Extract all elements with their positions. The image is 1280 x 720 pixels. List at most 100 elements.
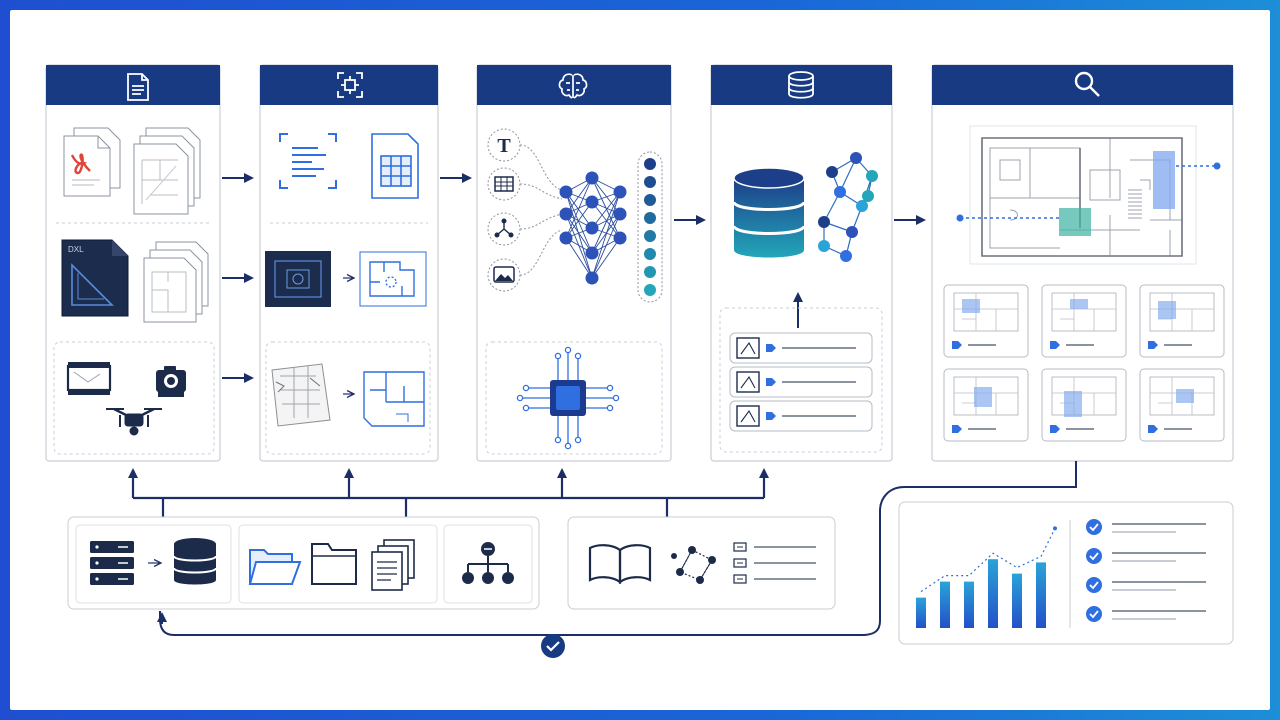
result-thumbnail: [1041, 284, 1127, 358]
knowledge-panel: [567, 516, 836, 610]
chip-pin: [522, 404, 530, 412]
tag-icon: [1050, 425, 1060, 433]
graph-icon: [671, 546, 716, 584]
scan-frame-icon: [337, 72, 363, 98]
match-highlight: [1176, 389, 1194, 403]
neuron: [585, 221, 599, 235]
knowledge-graph-icon: [818, 152, 878, 262]
stage-search-header: [932, 65, 1233, 105]
trend-end: [1053, 526, 1057, 531]
tag-icon: [1050, 341, 1060, 349]
tag-icon: [952, 425, 962, 433]
bar: [964, 581, 974, 628]
check-icon: [1086, 577, 1102, 593]
table-icon: [487, 167, 521, 201]
graph-node: [818, 240, 830, 252]
plan-wall: [1140, 179, 1151, 190]
result-thumbnail: [943, 368, 1029, 442]
neuron: [585, 195, 599, 209]
chip-pin: [564, 346, 572, 354]
neuron: [559, 231, 573, 245]
vector-dot: [644, 212, 656, 224]
vector-dot: [644, 248, 656, 260]
tag-icon: [952, 341, 962, 349]
bar: [940, 581, 950, 628]
processor-chip-icon: [516, 346, 620, 450]
check-icon: [1086, 548, 1102, 564]
checklist-item: [1086, 606, 1206, 622]
brain-icon: [558, 73, 588, 99]
tag-icon: [766, 344, 776, 352]
match-highlight: [974, 387, 992, 407]
checklist-item: [1086, 548, 1206, 564]
check-circle-icon: [541, 634, 565, 658]
neuron: [585, 171, 599, 185]
checklist-item: [1086, 577, 1206, 593]
vector-dot: [644, 284, 656, 296]
graph-node: [856, 200, 868, 212]
graph-node: [850, 152, 862, 164]
check-icon: [1086, 606, 1102, 622]
analytics-panel: [898, 501, 1234, 645]
plan-wall: [1009, 209, 1018, 221]
analytics-bar-chart: [916, 526, 1057, 628]
plan-thumb-icon: [736, 371, 760, 393]
plan-thumb-icon: [736, 337, 760, 359]
graph-node-icon: [487, 212, 521, 246]
tag-icon: [766, 378, 776, 386]
analytics-checklist: [1086, 519, 1206, 622]
feedback-loop: [157, 461, 1077, 636]
vector-dot: [644, 230, 656, 242]
chip-pin: [606, 404, 614, 412]
blueprint-icon: [265, 251, 331, 307]
result-thumbnail: [1041, 368, 1127, 442]
check-icon: [1086, 519, 1102, 535]
scanner-icon: [66, 362, 112, 395]
folder-open-icon: [248, 549, 302, 585]
graph-node: [846, 226, 858, 238]
chip-pin: [516, 394, 524, 402]
bar: [1012, 573, 1022, 628]
chip-pin: [564, 442, 572, 450]
vector-dot: [644, 176, 656, 188]
cad-drawing-icon: DXL: [61, 239, 129, 317]
pdf-document-icon: [63, 127, 121, 197]
database-icon: [788, 71, 814, 99]
checklist-item: [1086, 519, 1206, 535]
result-thumbnail: [1139, 368, 1225, 442]
neuron: [613, 231, 627, 245]
hierarchy-icon: [462, 542, 514, 584]
neural-network-icon: [559, 171, 627, 285]
plan-thumb-icon: [736, 405, 760, 427]
neuron: [559, 207, 573, 221]
list-icon: [733, 542, 816, 584]
sketch-plan-icon: [271, 363, 331, 427]
stage-ingest-header: [46, 65, 220, 105]
plan-pages-icon: [143, 241, 209, 323]
graph-node: [826, 166, 838, 178]
result-thumbnail: [1139, 284, 1225, 358]
stage-arrows: [222, 173, 926, 383]
graph-node: [866, 170, 878, 182]
svg-text:T: T: [497, 135, 511, 157]
drone-icon: [106, 407, 162, 436]
chip-pin: [522, 384, 530, 392]
stage-ai: [476, 64, 672, 462]
stage-extract-header: [260, 65, 438, 105]
tagged-plan-row: [729, 332, 873, 364]
stage-ai-header: [477, 65, 671, 105]
chip-pin: [574, 352, 582, 360]
svg-text:DXL: DXL: [68, 245, 84, 254]
graph-node: [862, 190, 874, 202]
match-highlight: [1064, 391, 1082, 417]
camera-icon: [156, 366, 186, 397]
graph-node: [818, 216, 830, 228]
blueprint-stack-icon: [133, 127, 201, 215]
vector-dot: [644, 266, 656, 278]
vector-dot: [644, 158, 656, 170]
plan-wall: [981, 137, 1183, 257]
database-stack-icon: [732, 167, 806, 258]
chip-pin: [554, 352, 562, 360]
floor-plan-icon: [359, 251, 427, 307]
sources-database-icon: [173, 538, 217, 585]
